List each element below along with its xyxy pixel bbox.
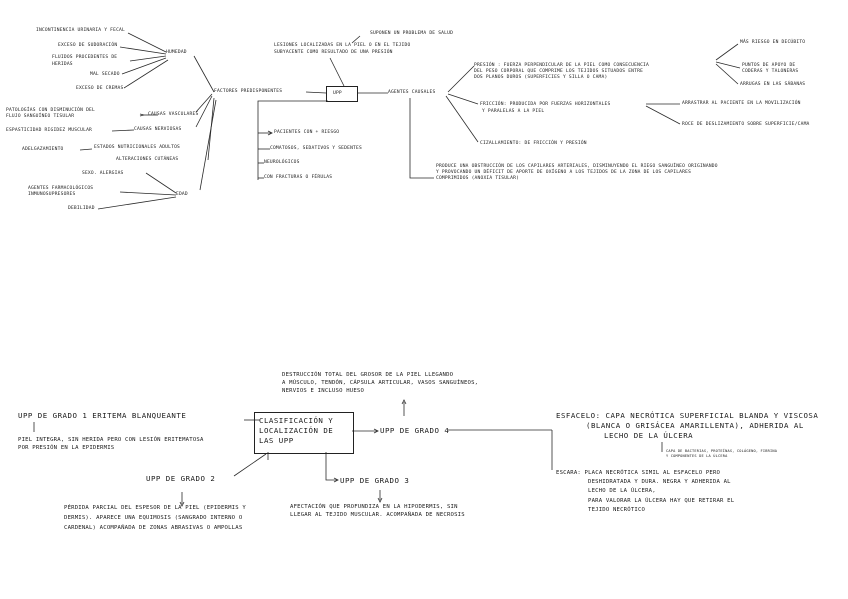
grado4-desc: NERVIOS E INCLUSO HUESO [282, 388, 365, 394]
causas-nerviosas-node: CAUSAS NERVIOSAS [134, 127, 182, 132]
esfacelo-note: Y COMPONENTES DE LA ÚLCERA [666, 454, 728, 458]
isquemia-text: COMPRIMIDOS (ANOXIA TISULAR) [436, 176, 520, 181]
presion-text: PRESIÓN : FUERZA PERPENDICULAR DE LA PIE… [474, 63, 649, 68]
causas-vasculares-node: CAUSAS VASCULARES [148, 112, 199, 117]
humedad-node: HUMEDAD [166, 50, 187, 55]
grado4-title: UPP DE GRADO 4 [380, 426, 450, 435]
esfacelo-text: LECHO DE LA ÚLCERA [604, 431, 694, 440]
paciente-item: NEUROLÓGICOS [264, 160, 300, 165]
esfacelo-text: ESFACELO: CAPA NECRÓTICA SUPERFICIAL BLA… [556, 411, 819, 420]
grado2-desc: PÉRDIDA PARCIAL DEL ESPESOR DE LA PIEL (… [64, 505, 246, 511]
grado1-desc: POR PRESIÓN EN LA EPIDERMIS [18, 445, 115, 451]
alteraciones-cutaneas-node: ALTERACIONES CUTÁNEAS [116, 157, 179, 162]
presion-item: MÁS RIESGO EN DECÚBITO [740, 40, 806, 45]
edad-item: AGENTES FARMACOLÓGICOS [28, 186, 94, 191]
causas-nerviosas-item: ESPASTICIDAD RIGIDEZ MUSCULAR [6, 128, 93, 133]
presion-text: DOS PLANOS DUROS (SUPERFICIES Y SILLA O … [474, 75, 608, 80]
friccion-text: FRICCIÓN: PRODUCIDA POR FUERZAS HORIZONT… [480, 102, 611, 107]
lesiones-definicion: SUBYACENTE COMO RESULTADO DE UNA PRESIÓN [274, 50, 393, 55]
grado3-desc: LLEGAR AL TEJIDO MUSCULAR. ACOMPAÑADA DE… [290, 512, 465, 518]
causas-vasculares-item: PATOLOGÍAS CON DISMINUCIÓN DEL [6, 108, 95, 113]
paciente-item: PACIENTES CON + RIESGO [274, 130, 340, 135]
presion-item: ARRUGAS EN LAS SÁBANAS [740, 82, 806, 87]
lesiones-definicion: LESIONES LOCALIZADAS EN LA PIEL O EN EL … [274, 43, 411, 48]
grado4-desc: DESTRUCCIÓN TOTAL DEL GROSOR DE LA PIEL … [282, 372, 454, 378]
escara-text: ESCARA: PLACA NECRÓTICA SIMIL AL ESFACEL… [556, 470, 721, 476]
friccion-text: Y PARALELAS A LA PIEL [482, 109, 545, 114]
causas-nerviosas-item: ESTADOS NUTRICIONALES ADULTOS [94, 145, 181, 150]
isquemia-text: Y PROVOCANDO UN DÉFICIT DE APORTE DE OXÍ… [436, 170, 692, 175]
presion-text: DEL PESO CORPORAL QUE COMPRIME LOS TEJID… [474, 69, 644, 74]
edad-item: SEXO. ALERGIAS [82, 171, 124, 176]
esfacelo-text: (BLANCA O GRISÁCEA AMARILLENTA), ADHERID… [586, 421, 804, 430]
grado4-desc: A MÚSCULO, TENDÓN, CÁPSULA ARTICULAR, VA… [282, 380, 479, 386]
edad-item: DEBILIDAD [68, 206, 95, 211]
edad-node: EDAD [176, 192, 188, 197]
grado2-desc: CARDENAL) ACOMPAÑADA DE ZONAS ABRASIVAS … [64, 525, 243, 531]
grado1-title: UPP DE GRADO 1 ERITEMA BLANQUEANTE [18, 411, 187, 420]
clasificacion-node: CLASIFICACIÓN Y LOCALIZACIÓN DE LAS UPP [254, 412, 354, 454]
escara-text: PARA VALORAR LA ÚLCERA HAY QUE RETIRAR E… [588, 498, 735, 504]
friccion-item: ARRASTRAR AL PACIENTE EN LA MOVILIZACIÓN [682, 101, 801, 106]
edad-item: INMUNOSUPRESORES [28, 192, 76, 197]
paciente-item: CON FRACTURAS O FÉRULAS [264, 175, 333, 180]
humedad-item: EXCESO DE SUDORACIÓN [58, 43, 118, 48]
humedad-item: INCONTINENCIA URINARIA Y FECAL [36, 28, 125, 33]
grado3-title: UPP DE GRADO 3 [340, 476, 410, 485]
causas-vasculares-item: FLUJO SANGUÍNEO TISULAR [6, 114, 75, 119]
escara-text: LECHO DE LA ÚLCERA, [588, 488, 656, 494]
salud-text: SUPONEN UN PROBLEMA DE SALUD [370, 31, 454, 36]
factores-predisponentes-node: FACTORES PREDISPONENTES [214, 89, 283, 94]
grado3-desc: AFECTACIÓN QUE PROFUNDIZA EN LA HIPODERM… [290, 504, 458, 510]
esfacelo-note: CAPA DE BACTERIAS, PROTEÍNAS, COLÁGENO, … [666, 449, 778, 453]
grado2-desc: DERMIS). APARECE UNA EQUIMOSIS (SANGRADO… [64, 515, 243, 521]
humedad-item: MAL SECADO [90, 72, 120, 77]
cizallamiento-text: CIZALLAMIENTO: DE FRICCIÓN Y PRESIÓN [480, 141, 587, 146]
presion-item: CODERAS Y TALONERAS [742, 69, 799, 74]
upp-node: UPP [326, 86, 358, 102]
humedad-item: HERIDAS [52, 62, 73, 67]
humedad-item: FLUIDOS PROCEDENTES DE [52, 55, 118, 60]
grado2-title: UPP DE GRADO 2 [146, 474, 216, 483]
presion-item: PUNTOS DE APOYO DE [742, 63, 796, 68]
humedad-item: EXCESO DE CREMAS [76, 86, 124, 91]
friccion-item: ROCE DE DESLIZAMIENTO SOBRE SUPERFICIE/C… [682, 122, 810, 127]
agentes-causales-node: AGENTES CAUSALES [388, 90, 436, 95]
isquemia-text: PRODUCE UNA OBSTRUCCIÓN DE LOS CAPILARES… [436, 164, 718, 169]
grado1-desc: PIEL INTEGRA, SIN HERIDA PERO CON LESIÓN… [18, 437, 204, 443]
escara-text: TEJIDO NECRÓTICO [588, 507, 646, 513]
escara-text: DESHIDRATADA Y DURA. NEGRA Y ADHERIDA AL [588, 479, 731, 485]
paciente-item: COMATOSOS, SEDATIVOS Y SEDENTES [270, 146, 362, 151]
causas-nerviosas-item: ADELGAZAMIENTO [22, 147, 64, 152]
